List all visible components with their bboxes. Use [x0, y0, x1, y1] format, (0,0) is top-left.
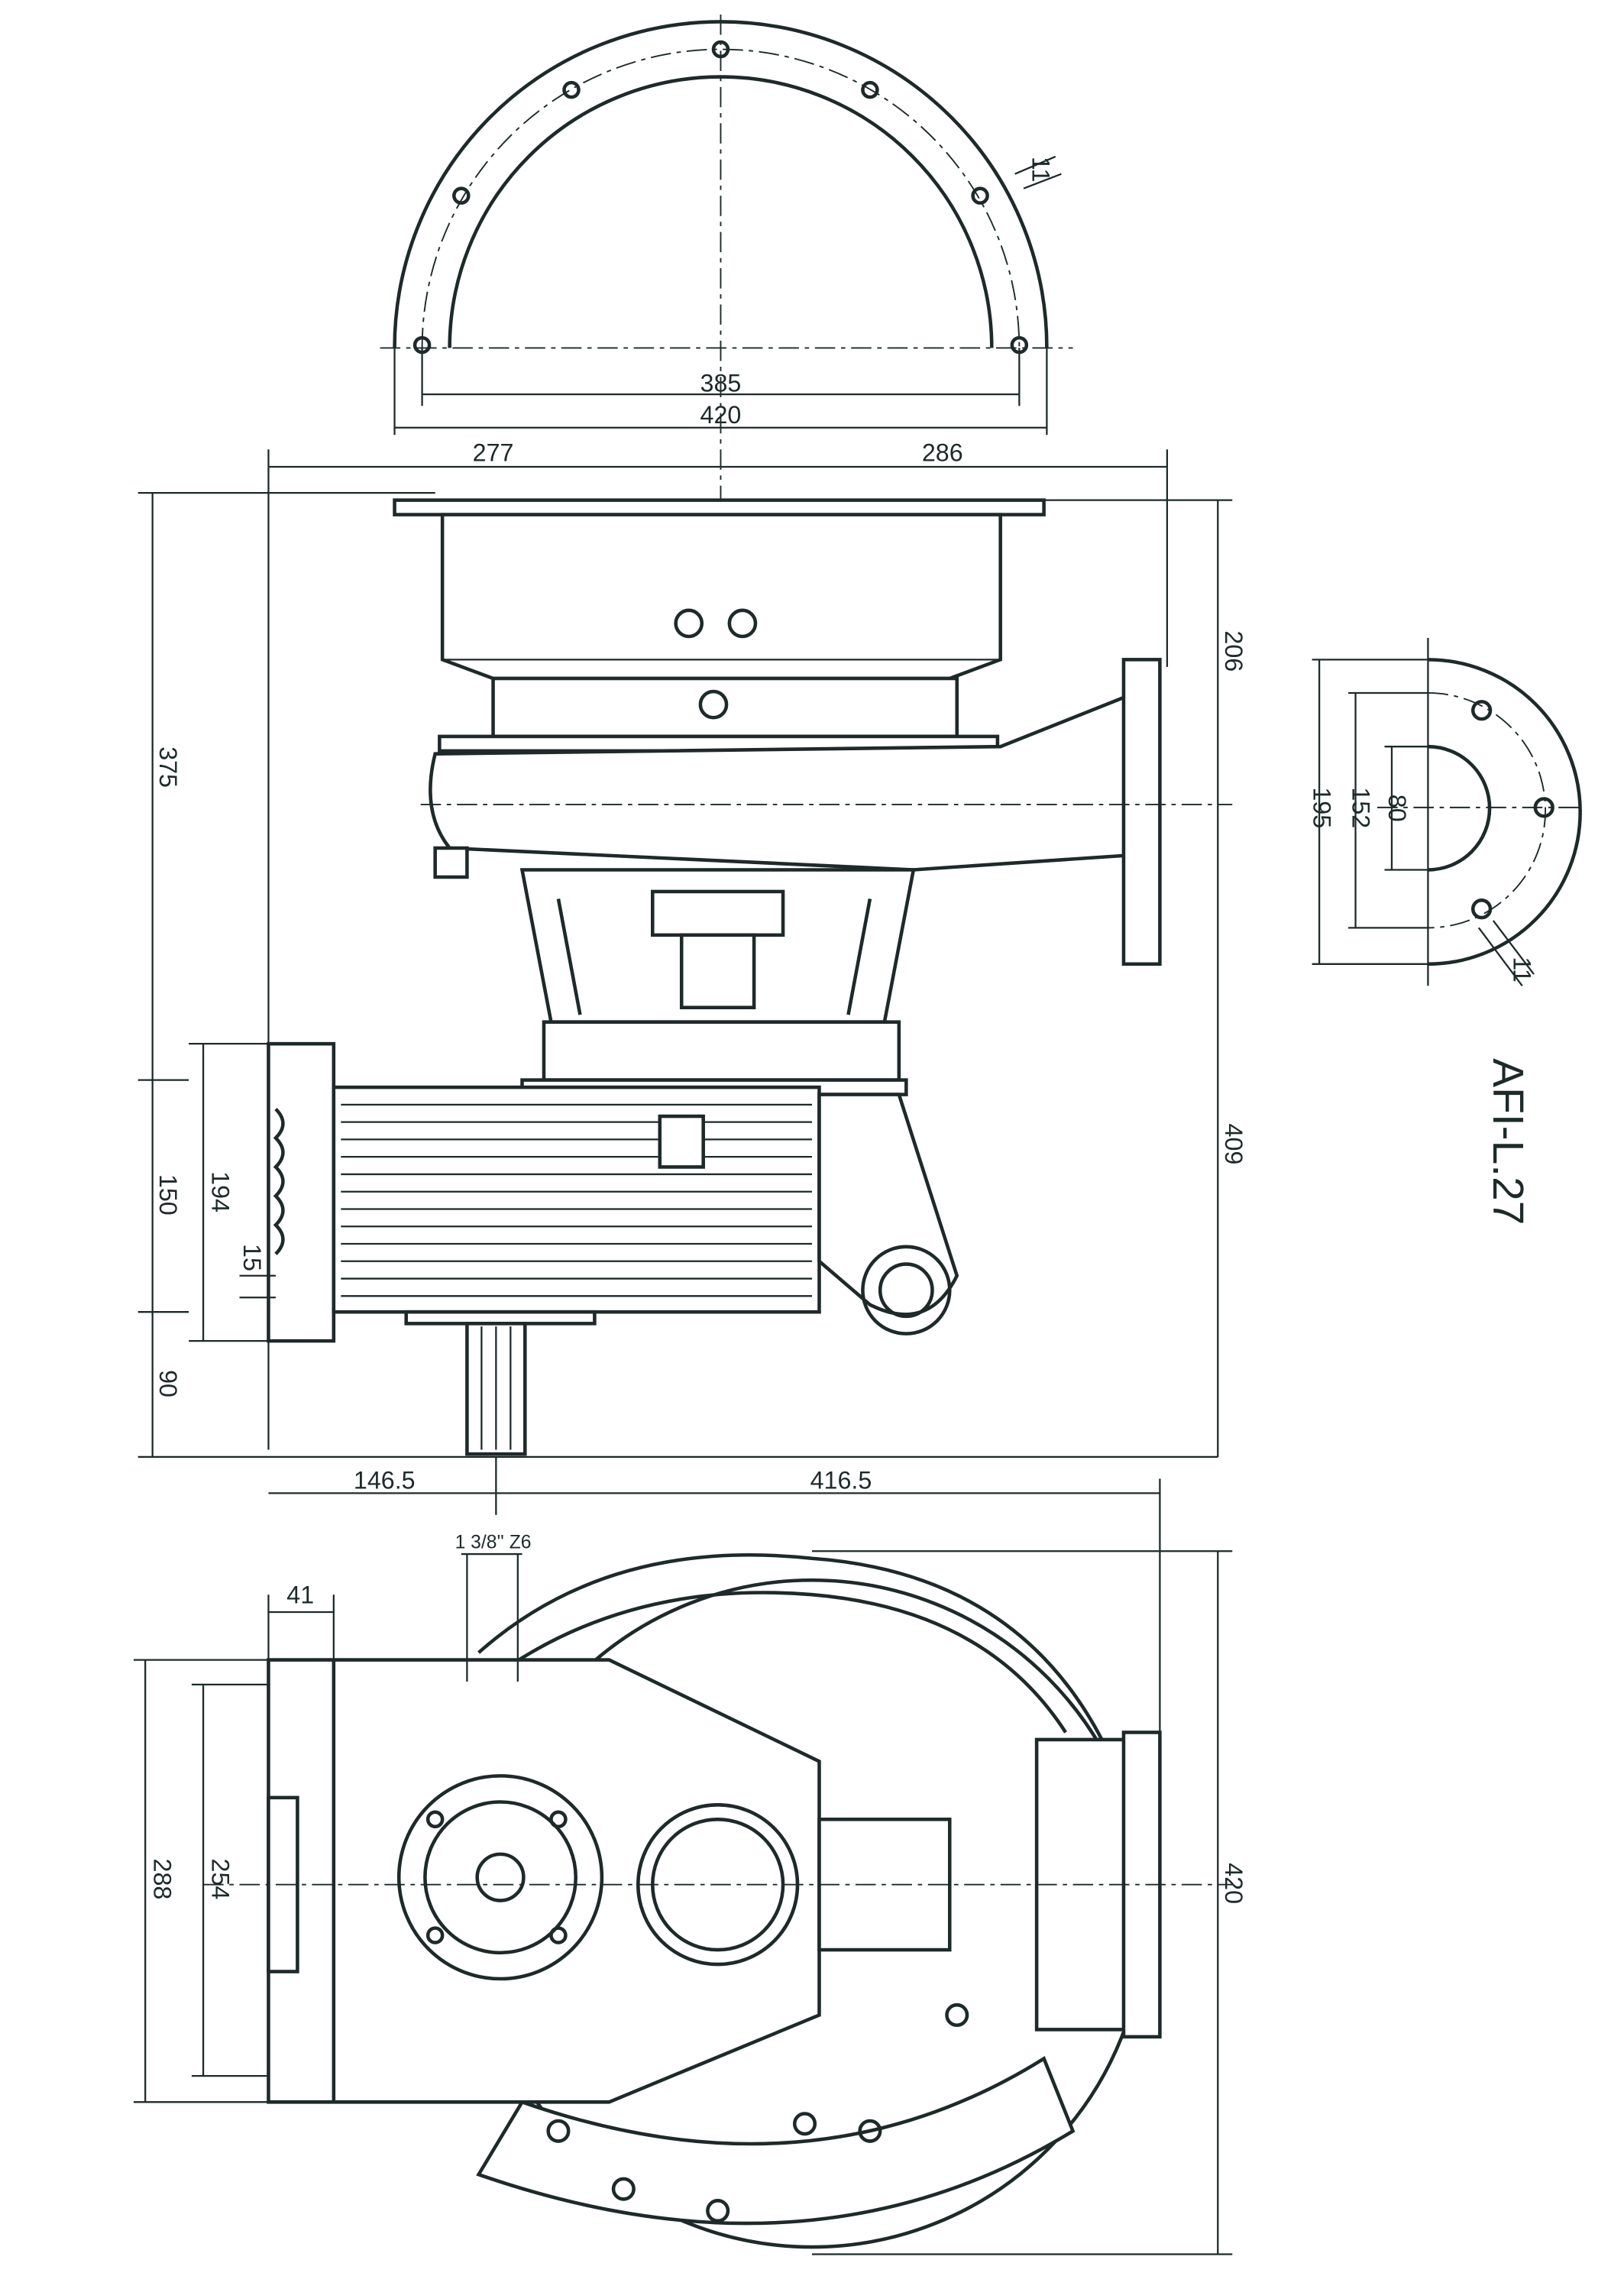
- dim-outer-diameter: 420: [700, 401, 742, 429]
- dim-bolt-circle: 385: [700, 369, 742, 397]
- dim-shaft-spec: 1 3/8'' Z6: [455, 1532, 532, 1552]
- dim-upper-height: 206: [1220, 630, 1247, 672]
- dim-width-outer: 288: [149, 1859, 176, 1900]
- dim-flange-bore: 80: [1383, 795, 1411, 822]
- dim-edge-offset: 41: [286, 1582, 314, 1609]
- dim-base-height: 90: [154, 1370, 182, 1397]
- dim-motor-height: 194: [206, 1171, 234, 1212]
- dim-left-width: 277: [473, 439, 514, 466]
- dim-flange-bolt-circle: 152: [1347, 787, 1375, 828]
- drawing-title: AFI-L.27: [1483, 1058, 1532, 1225]
- motor-fins: [341, 1103, 812, 1297]
- top-view-flange: 11 385 420: [380, 14, 1073, 500]
- dim-shaft-offset: 146.5: [354, 1467, 416, 1494]
- outlet-flange-view: 80 152 195 11 AFI-L.27: [1309, 637, 1582, 1225]
- dim-hole-top: 11: [1027, 157, 1054, 182]
- bolt-holes: [412, 40, 1029, 355]
- dim-height: 420: [1220, 1863, 1247, 1904]
- dim-lower-height: 409: [1220, 1124, 1247, 1165]
- dim-width-inner: 254: [206, 1859, 234, 1900]
- dim-total-height: 375: [154, 746, 182, 788]
- dim-motor-height-inner: 150: [154, 1174, 182, 1216]
- side-view: 277 286: [137, 439, 1247, 1740]
- dim-right-length: 416.5: [810, 1467, 872, 1494]
- bottom-view: 1 3/8'' Z6 41 288 254 420: [133, 1532, 1247, 2255]
- dim-flange-outer: 195: [1309, 787, 1336, 828]
- dim-fin: 15: [238, 1244, 266, 1271]
- dim-right-width: 286: [922, 439, 963, 466]
- dim-flange-hole: 11: [1508, 957, 1535, 982]
